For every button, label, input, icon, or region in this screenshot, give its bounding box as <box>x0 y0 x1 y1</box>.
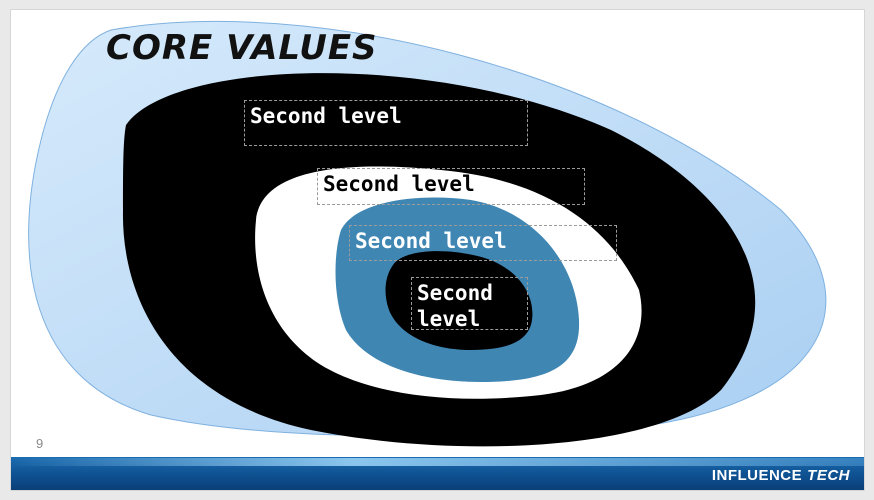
text-box-second-level-1[interactable]: Second level <box>244 100 528 146</box>
page-title: CORE VALUES <box>106 28 378 68</box>
text-box-second-level-3[interactable]: Second level <box>349 225 617 261</box>
footer-highlight <box>11 458 864 466</box>
inner-core <box>385 251 533 350</box>
core-values-rings <box>28 21 827 447</box>
page-number: 9 <box>36 436 44 451</box>
text-box-second-level-2[interactable]: Second level <box>317 168 585 205</box>
slide: CORE VALUES Second level Second level Se… <box>10 9 865 491</box>
brand-part1: INFLUENCE <box>711 467 803 484</box>
text-box-second-level-4[interactable]: Second level <box>411 277 528 331</box>
brand-part2: TECH <box>807 467 850 484</box>
